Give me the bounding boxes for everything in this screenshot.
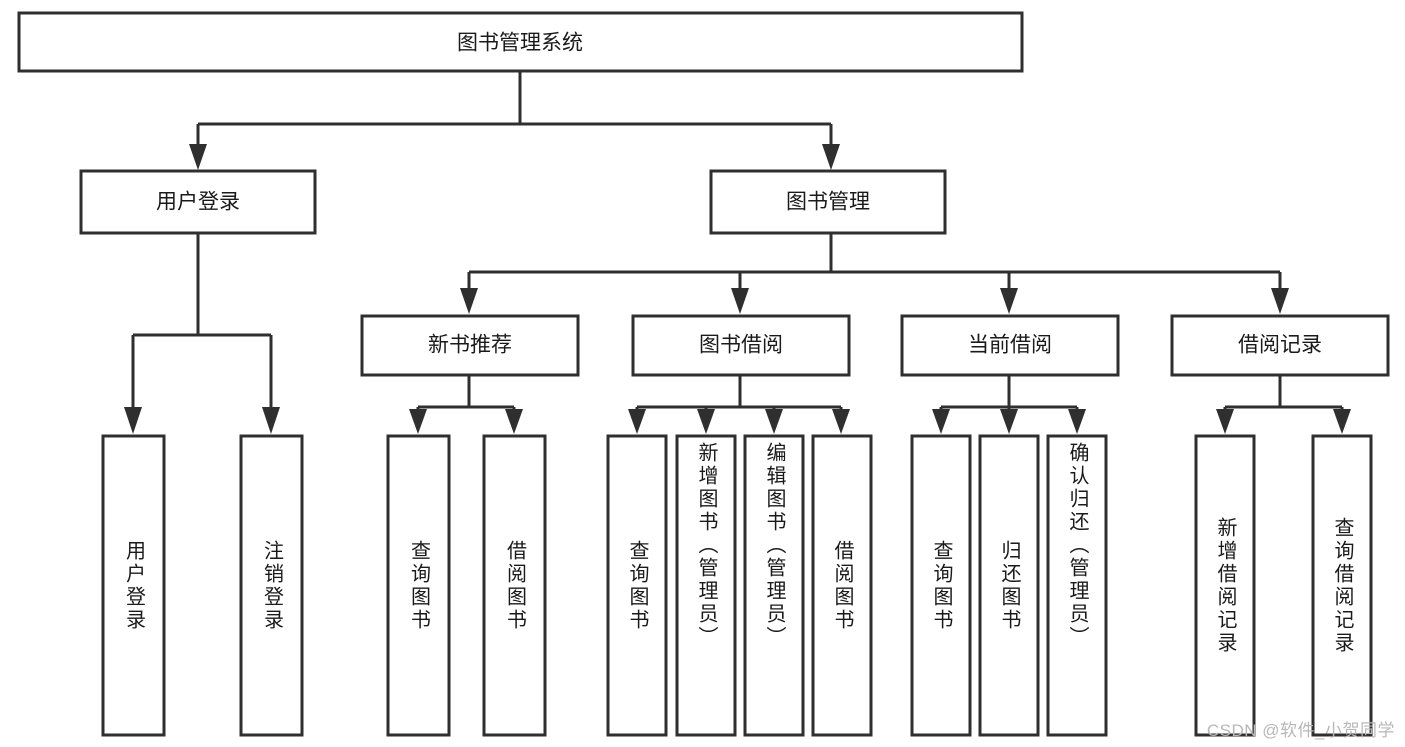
node-leaf-query-book-current[interactable]: 查询图书	[912, 436, 970, 735]
node-book-management-label: 图书管理	[786, 191, 870, 214]
node-leaf-query-book-borrow-label: 查询图书	[626, 539, 648, 632]
watermark: CSDN @软件_小贺同学	[1206, 721, 1395, 740]
node-leaf-borrow-book[interactable]: 借阅图书	[813, 436, 871, 735]
arrow-head-icon	[1000, 409, 1018, 434]
arrow-head-icon	[124, 407, 142, 434]
connector-book-borrow-to-leaves	[628, 375, 850, 434]
node-leaf-user-login-label: 用户登录	[122, 539, 145, 632]
node-user-login-box[interactable]	[79, 169, 317, 235]
node-leaf-query-book-current-box[interactable]	[910, 434, 972, 737]
arrow-head-icon	[822, 144, 840, 170]
arrow-head-icon	[932, 409, 950, 434]
arrow-head-icon	[1271, 288, 1289, 314]
node-leaf-logout-label: 注销登录	[260, 539, 283, 632]
node-leaf-query-book-recommend-label: 查询图书	[407, 539, 430, 632]
node-book-borrow-label: 图书借阅	[699, 334, 783, 357]
connector-new-book-recommend-to-leaves	[409, 375, 523, 434]
node-leaf-query-book-borrow-box[interactable]	[606, 434, 668, 737]
node-leaf-logout[interactable]: 注销登录	[241, 436, 302, 735]
arrow-head-icon	[628, 409, 646, 434]
arrow-head-icon	[409, 409, 427, 434]
node-leaf-user-login-box[interactable]	[101, 434, 166, 737]
arrow-head-icon	[460, 288, 478, 314]
arrow-head-icon	[731, 288, 749, 314]
node-leaf-query-book-recommend-box[interactable]	[386, 434, 451, 737]
node-leaf-edit-book[interactable]: 编辑图书（管理员）	[745, 436, 803, 735]
node-leaf-borrow-book-recommend-box[interactable]	[482, 434, 547, 737]
node-book-borrow[interactable]: 图书借阅	[631, 314, 851, 377]
node-user-login[interactable]: 用户登录	[79, 169, 317, 235]
node-user-login-label: 用户登录	[156, 191, 240, 214]
node-leaf-add-borrow-record[interactable]: 新增借阅记录	[1196, 436, 1254, 735]
connector-borrow-records-to-leaves	[1216, 375, 1351, 434]
node-leaf-add-book-box[interactable]	[675, 434, 737, 737]
node-leaf-logout-box[interactable]	[239, 434, 304, 737]
node-leaf-edit-book-box[interactable]	[743, 434, 805, 737]
node-root[interactable]: 图书管理系统	[17, 11, 1024, 73]
node-new-book-recommend-box[interactable]	[360, 314, 580, 377]
node-leaf-add-borrow-record-box[interactable]	[1194, 434, 1256, 737]
arrow-head-icon	[1333, 409, 1351, 434]
node-leaf-query-book-borrow[interactable]: 查询图书	[608, 436, 666, 735]
node-book-management-box[interactable]	[709, 169, 947, 235]
node-leaf-query-book-current-label: 查询图书	[930, 539, 952, 632]
arrow-head-icon	[765, 409, 783, 434]
node-borrow-records[interactable]: 借阅记录	[1170, 314, 1390, 377]
node-current-borrow[interactable]: 当前借阅	[900, 314, 1120, 377]
node-leaf-borrow-book-box[interactable]	[811, 434, 873, 737]
node-root-box[interactable]	[17, 11, 1024, 73]
arrow-head-icon	[1216, 409, 1234, 434]
node-leaf-query-borrow-record-label: 查询借阅记录	[1331, 516, 1353, 655]
node-leaf-confirm-return-label: 确认归还（管理员）	[1066, 442, 1088, 649]
node-new-book-recommend[interactable]: 新书推荐	[360, 314, 580, 377]
node-book-management[interactable]: 图书管理	[709, 169, 947, 235]
arrow-head-icon	[262, 407, 280, 434]
node-leaf-query-borrow-record-box[interactable]	[1311, 434, 1373, 737]
connector-current-borrow-to-leaves	[932, 375, 1086, 434]
connector-root-to-level2	[189, 71, 840, 170]
node-leaf-borrow-book-recommend[interactable]: 借阅图书	[484, 436, 545, 735]
node-new-book-recommend-label: 新书推荐	[428, 334, 512, 357]
node-root-label: 图书管理系统	[457, 32, 583, 55]
node-leaf-confirm-return-box[interactable]	[1046, 434, 1108, 737]
node-current-borrow-label: 当前借阅	[968, 334, 1052, 357]
connector-user-login-to-leaves	[124, 233, 280, 434]
node-leaf-query-book-recommend[interactable]: 查询图书	[388, 436, 449, 735]
node-current-borrow-box[interactable]	[900, 314, 1120, 377]
node-leaf-add-book[interactable]: 新增图书（管理员）	[677, 436, 735, 735]
node-leaf-add-borrow-record-label: 新增借阅记录	[1214, 516, 1236, 655]
arrow-head-icon	[697, 409, 715, 434]
node-leaf-confirm-return[interactable]: 确认归还（管理员）	[1048, 436, 1106, 735]
node-leaf-query-borrow-record[interactable]: 查询借阅记录	[1313, 436, 1371, 735]
arrow-head-icon	[1068, 409, 1086, 434]
connector-book-management-to-level3	[460, 233, 1289, 314]
node-borrow-records-box[interactable]	[1170, 314, 1390, 377]
node-leaf-user-login[interactable]: 用户登录	[103, 436, 164, 735]
node-leaf-return-book-box[interactable]	[978, 434, 1040, 737]
node-leaf-add-book-label: 新增图书（管理员）	[695, 442, 717, 649]
node-leaf-return-book[interactable]: 归还图书	[980, 436, 1038, 735]
node-leaf-return-book-label: 归还图书	[998, 539, 1020, 632]
arrow-head-icon	[832, 409, 850, 434]
arrow-head-icon	[189, 144, 207, 170]
node-borrow-records-label: 借阅记录	[1238, 334, 1322, 357]
node-leaf-borrow-book-label: 借阅图书	[831, 539, 853, 632]
arrow-head-icon	[1000, 288, 1018, 314]
node-leaf-borrow-book-recommend-label: 借阅图书	[503, 539, 526, 632]
node-leaf-edit-book-label: 编辑图书（管理员）	[763, 442, 785, 649]
node-book-borrow-box[interactable]	[631, 314, 851, 377]
arrow-head-icon	[505, 409, 523, 434]
